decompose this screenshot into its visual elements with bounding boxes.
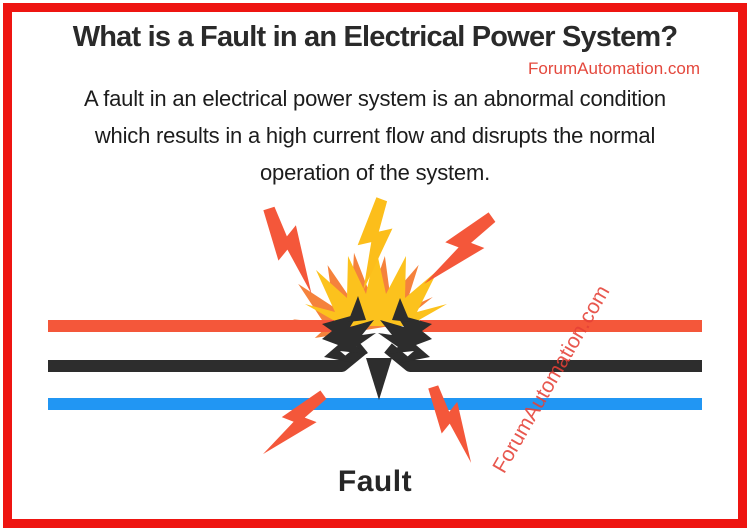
page-title: What is a Fault in an Electrical Power S… (72, 21, 678, 53)
phase-line-black-right (384, 343, 702, 372)
fault-spike-down-icon (366, 358, 392, 400)
watermark-top: ForumAutomation.com (528, 59, 700, 78)
lightning-bolt-top-right-icon (418, 202, 503, 301)
description-line-2: which results in a high current flow and… (94, 123, 656, 148)
description-line-3: operation of the system. (260, 160, 490, 185)
fault-spike-up-right-icon (392, 298, 410, 322)
lightning-bolt-top-left-icon (249, 199, 334, 298)
lightning-bolt-bottom-left-icon (257, 381, 333, 469)
lightning-bolt-bottom-right-icon (415, 379, 491, 467)
phase-line-black-left (48, 343, 368, 372)
broken-wire-left-icon (322, 314, 376, 363)
explosion-burst-icon (305, 248, 447, 326)
description-line-1: A fault in an electrical power system is… (84, 86, 666, 111)
fault-label: Fault (337, 465, 413, 498)
fault-spike-up-left-icon (348, 296, 366, 322)
description-text: A fault in an electrical power system is… (15, 80, 735, 191)
broken-wire-right-icon (378, 314, 432, 363)
